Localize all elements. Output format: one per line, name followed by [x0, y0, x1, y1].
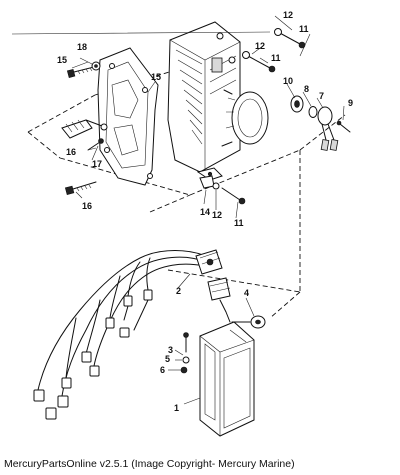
ignition-module-1	[199, 321, 255, 437]
callout-13: 14	[200, 207, 210, 217]
callout-9: 9	[348, 98, 353, 108]
callout-12-top: 12	[283, 10, 293, 20]
callout-11-low: 11	[234, 218, 244, 228]
callout-16: 16	[66, 147, 76, 157]
mounting-plate	[97, 47, 159, 186]
bolt-11-mid	[247, 55, 276, 73]
callout-1: 1	[174, 403, 179, 413]
callout-6: 6	[160, 365, 165, 375]
callout-17: 17	[92, 159, 102, 169]
callout-7: 7	[319, 91, 324, 101]
bolt-15-lower	[64, 181, 97, 196]
grommet-4	[231, 315, 266, 329]
callout-11-top: 11	[299, 24, 309, 34]
image-caption: MercuryPartsOnline v2.5.1 (Image Copyrig…	[4, 458, 295, 470]
callout-11-mid: 11	[271, 53, 281, 63]
housing	[167, 21, 241, 173]
washer-12-mid	[242, 51, 250, 59]
callout-18: 18	[77, 42, 87, 52]
callouts: 12 11 12 11 15 18 15 10 8 7 9 16 17 16 1…	[57, 10, 353, 413]
wire-harness-2	[37, 250, 211, 397]
washer-12-top	[274, 28, 282, 36]
nut-6	[180, 366, 188, 374]
screw-3	[183, 332, 189, 353]
callout-12-low: 12	[212, 210, 222, 220]
wire-bracket-16	[61, 119, 108, 139]
assembly-link-lines	[167, 150, 301, 319]
harness-terminals	[33, 289, 153, 420]
screw-9	[336, 120, 351, 133]
washer-12-low	[212, 182, 220, 190]
grommet-10	[290, 95, 304, 113]
screw-17	[87, 138, 104, 151]
callout-15-upper: 15	[57, 55, 67, 65]
bolt-15-upper	[66, 66, 95, 79]
washer-18	[91, 61, 101, 71]
washer-5	[182, 356, 190, 364]
callout-15-lower: 16	[82, 201, 92, 211]
housing-collar	[221, 89, 269, 147]
sensor-cap-7	[317, 106, 339, 151]
o-ring-8	[308, 106, 318, 118]
callout-4: 4	[244, 288, 249, 298]
callout-8: 8	[304, 84, 309, 94]
harness-main-connector	[195, 249, 223, 275]
callout-12-mid: 12	[255, 41, 265, 51]
callout-14: 15	[151, 72, 161, 82]
module-plug	[207, 277, 231, 323]
leader-lines	[11, 15, 345, 405]
callout-3: 3	[168, 345, 173, 355]
callout-2: 2	[176, 286, 181, 296]
callout-5: 5	[165, 354, 170, 364]
callout-10: 10	[283, 76, 293, 86]
bolt-11-top	[277, 31, 306, 49]
bolt-11-low	[221, 187, 246, 205]
clip-13	[199, 175, 215, 189]
